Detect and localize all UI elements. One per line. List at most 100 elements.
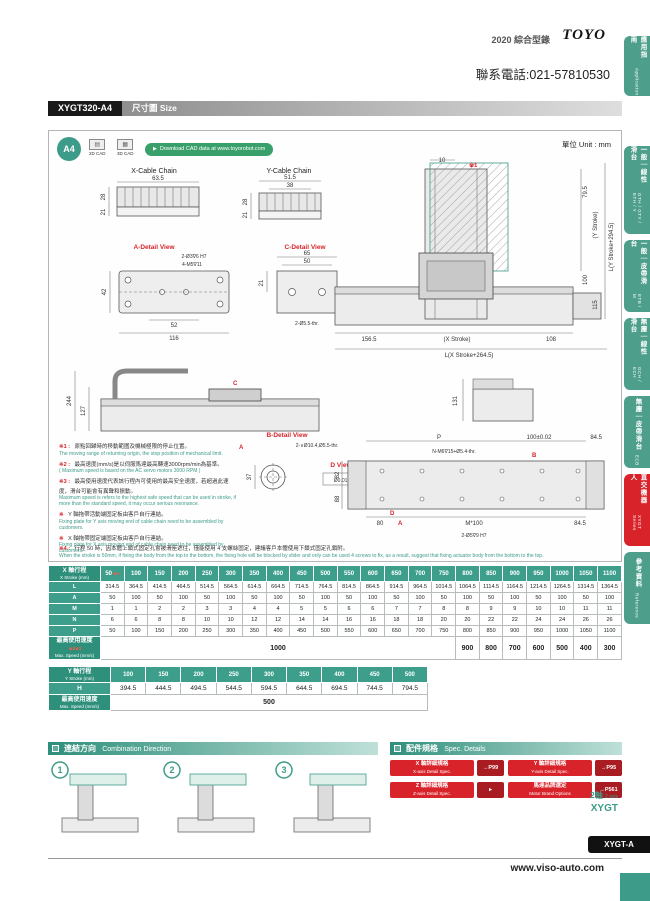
detail-mark-b: B: [532, 453, 537, 459]
cad-2d-label: 2D CAD: [89, 151, 106, 156]
combination-title-en: Combination Direction: [102, 746, 172, 753]
x-stroke-750: 750: [431, 565, 457, 582]
cad-2d-icon: ▤: [89, 139, 106, 150]
value-cell: 200: [171, 625, 196, 637]
value-cell: 50: [100, 625, 125, 637]
tab-label-en: Application: [634, 68, 640, 96]
x-stroke-1050: 1050: [573, 565, 599, 582]
value-cell: 100: [597, 592, 622, 604]
tab-label-zh: 參考資料: [634, 557, 641, 588]
x-stroke-950: 950: [526, 565, 551, 582]
value-cell: 50: [336, 592, 362, 604]
spec-page-ref[interactable]: ▸: [477, 782, 504, 798]
website-link[interactable]: www.viso-auto.com: [510, 863, 604, 874]
series-name: XYGT: [590, 803, 618, 814]
value-cell: 1164.5: [502, 581, 528, 593]
tab-label-zh: 一般｜線性滑台: [629, 146, 646, 184]
dim-label: 21: [101, 208, 107, 215]
value-cell: 744.5: [356, 682, 393, 695]
value-cell: 8: [171, 614, 196, 626]
note-1: ※1 : 原點回歸時的移動範圍及機械極限的停止位置。The moving ran…: [59, 444, 223, 457]
value-cell: 18: [384, 614, 409, 626]
x-stroke-1000: 1000: [549, 565, 575, 582]
dim-label: 10: [439, 158, 446, 164]
value-cell: 6: [360, 603, 386, 615]
spec-page-ref[interactable]: →P561: [595, 782, 622, 798]
section-subtitle: 尺寸圖 Size: [122, 101, 622, 116]
spec-page-ref[interactable]: →P99: [477, 760, 504, 776]
speed-value: 300: [597, 636, 622, 660]
axis-count-en: 2 axis: [604, 794, 618, 800]
detail-mark-c: C: [233, 381, 238, 387]
dim-label: 84.5: [574, 521, 586, 527]
combination-diagram-1: 1: [48, 758, 152, 852]
a-detail-svg: A-Detail View 2-Ø3∇6 H7 4-M5∇11 42 52 11…: [102, 244, 230, 342]
value-cell: 18: [407, 614, 433, 626]
download-cad-button[interactable]: ▶ Download CAD data at www.toyorobot.com: [145, 143, 274, 156]
dim-label: 100±0.02: [527, 435, 553, 441]
value-cell: 594.5: [250, 682, 288, 695]
value-cell: 50: [100, 592, 125, 604]
model-title: XYGT320-A4: [48, 101, 123, 116]
dim-label: 65: [304, 251, 311, 257]
model-page-tab[interactable]: XYGT-A: [588, 836, 650, 853]
cad-3d-download[interactable]: ▦ 3D CAD: [117, 139, 134, 156]
value-cell: 16: [360, 614, 386, 626]
row-label: P: [48, 625, 101, 637]
detail-mark-d: D: [390, 511, 395, 517]
value-cell: 444.5: [145, 682, 182, 695]
value-cell: 544.5: [215, 682, 252, 695]
value-cell: 350: [242, 625, 267, 637]
download-label: Download CAD data at www.toyorobot.com: [159, 146, 266, 152]
hole-spec: 2-Ø5.5-thr.: [295, 321, 319, 327]
speed-value: 800: [478, 636, 504, 660]
tab-label-zh: 無塵｜皮帶滑台: [634, 397, 641, 451]
value-cell: 10: [194, 614, 220, 626]
cad-3d-icon: ▦: [117, 139, 134, 150]
spec-page-ref[interactable]: →P95: [595, 760, 622, 776]
tab-label-en: Reference: [634, 592, 640, 619]
value-cell: 50: [573, 592, 599, 604]
value-cell: 550: [336, 625, 362, 637]
c-detail-svg: C-Detail View 65 50 21 2-Ø5.5-thr.: [259, 244, 338, 327]
view-title: Y-Cable Chain: [267, 168, 312, 175]
value-cell: 100: [502, 592, 528, 604]
cad-2d-download[interactable]: ▤ 2D CAD: [89, 139, 106, 156]
axis-info: 2軸 2 axis XYGT: [590, 790, 618, 814]
dim-label: 82: [335, 471, 341, 478]
footer-rule: [48, 858, 622, 859]
c-detail-view-drawing: C-Detail View 65 50 21 2-Ø5.5-thr.: [249, 241, 361, 343]
spec-title-zh: 配件規格: [406, 744, 438, 753]
hole-spec: 2-∨Ø10.4,Ø5.5-thr.: [296, 443, 339, 449]
y-cable-chain-svg: Y-Cable Chain 51.5 38 28 21: [243, 168, 322, 220]
dim-label: P: [437, 435, 441, 441]
value-cell: 100: [171, 592, 196, 604]
value-cell: 464.5: [171, 581, 196, 593]
value-cell: 1214.5: [526, 581, 551, 593]
cross-section-svg: 131: [453, 378, 534, 422]
sidebar-tab-reference[interactable]: 參考資料 Reference: [624, 552, 650, 624]
dim-label: 127: [81, 405, 87, 416]
value-cell: 1064.5: [455, 581, 480, 593]
